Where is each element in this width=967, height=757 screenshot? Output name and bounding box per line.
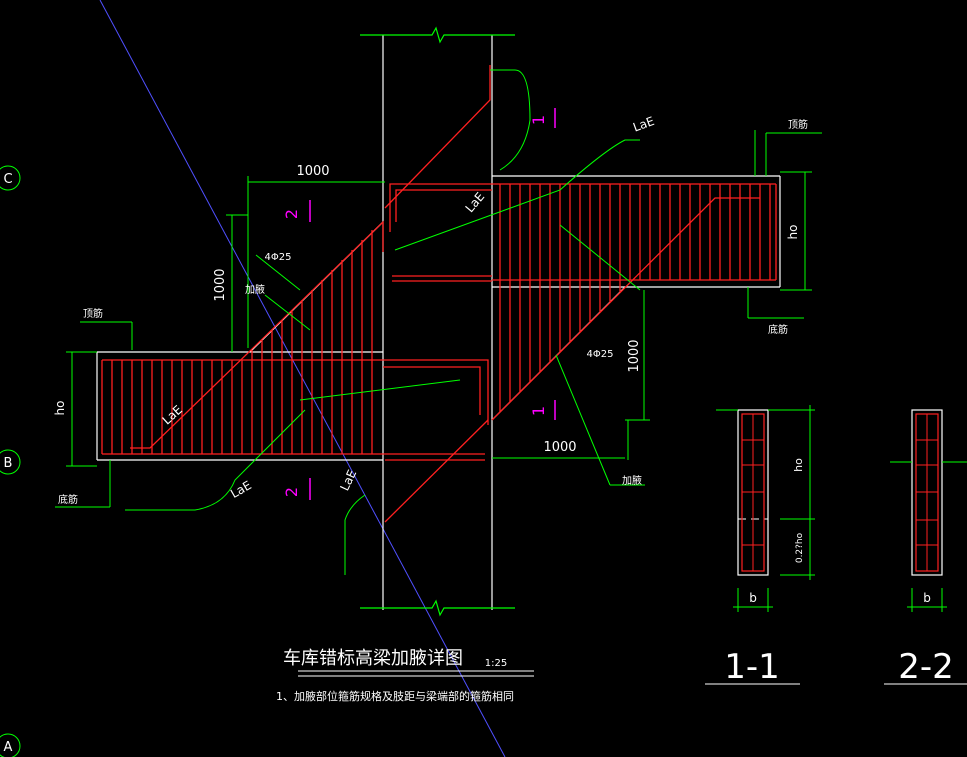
grid-axis-a: A bbox=[0, 733, 21, 757]
grid-axis-c: C bbox=[0, 165, 21, 191]
svg-text:C: C bbox=[3, 172, 12, 187]
drawing-scale: 1:25 bbox=[485, 658, 507, 669]
section1-ho-label: ho bbox=[792, 458, 805, 472]
section-mark-lower-left: 2 bbox=[282, 487, 301, 497]
dim-ho-right: ho bbox=[786, 225, 800, 240]
section-mark-upper-left: 2 bbox=[282, 209, 301, 219]
section-2-2 bbox=[884, 409, 967, 685]
label-top-bar-right: 顶筋 bbox=[788, 118, 808, 131]
label-haunch-right: 加腋 bbox=[622, 474, 642, 487]
grid-axis-b: B bbox=[0, 449, 21, 475]
left-beam-outline bbox=[96, 221, 384, 461]
section1-b-label: b bbox=[749, 591, 757, 605]
svg-text:B: B bbox=[4, 456, 13, 471]
label-lae-1: LaE bbox=[160, 403, 185, 428]
label-lae-5: LaE bbox=[631, 114, 656, 135]
label-bottom-bar-left: 底筋 bbox=[58, 493, 78, 506]
label-lae-2: LaE bbox=[228, 478, 254, 501]
section-mark-upper-right: 1 bbox=[529, 115, 548, 125]
label-bottom-bar-right: 底筋 bbox=[768, 323, 788, 336]
label-rebar-lower: 4Φ25 bbox=[587, 349, 614, 360]
column-outline bbox=[360, 26, 515, 617]
label-lae-3: LaE bbox=[337, 468, 359, 494]
dim-top-1000: 1000 bbox=[296, 164, 329, 179]
rebar-group bbox=[101, 65, 777, 523]
right-beam-outline bbox=[491, 175, 781, 421]
drawing-title: 车库错标高梁加腋详图 bbox=[283, 648, 463, 669]
section1-title: 1-1 bbox=[724, 647, 780, 687]
dimension-lines bbox=[55, 69, 822, 575]
section-mark-lower-right: 1 bbox=[529, 406, 548, 416]
label-lae-4: LaE bbox=[463, 190, 488, 216]
section2-b-label: b bbox=[923, 591, 931, 605]
svg-text:A: A bbox=[4, 740, 13, 755]
section-markers bbox=[309, 108, 556, 500]
label-top-bar-left: 顶筋 bbox=[83, 307, 103, 320]
section1-lower-label: 0.2?ho bbox=[795, 532, 805, 563]
dim-ho-left: ho bbox=[53, 401, 67, 416]
dim-left-1000: 1000 bbox=[213, 268, 228, 301]
section-1-1 bbox=[705, 405, 815, 685]
dim-right-1000: 1000 bbox=[627, 339, 642, 372]
section2-title: 2-2 bbox=[898, 647, 954, 687]
drawing-note: 1、加腋部位箍筋规格及肢距与梁端部的箍筋相同 bbox=[276, 689, 514, 703]
label-rebar-upper: 4Φ25 bbox=[265, 252, 292, 263]
dim-bottom-1000: 1000 bbox=[543, 440, 576, 455]
label-haunch-left: 加腋 bbox=[245, 283, 265, 296]
